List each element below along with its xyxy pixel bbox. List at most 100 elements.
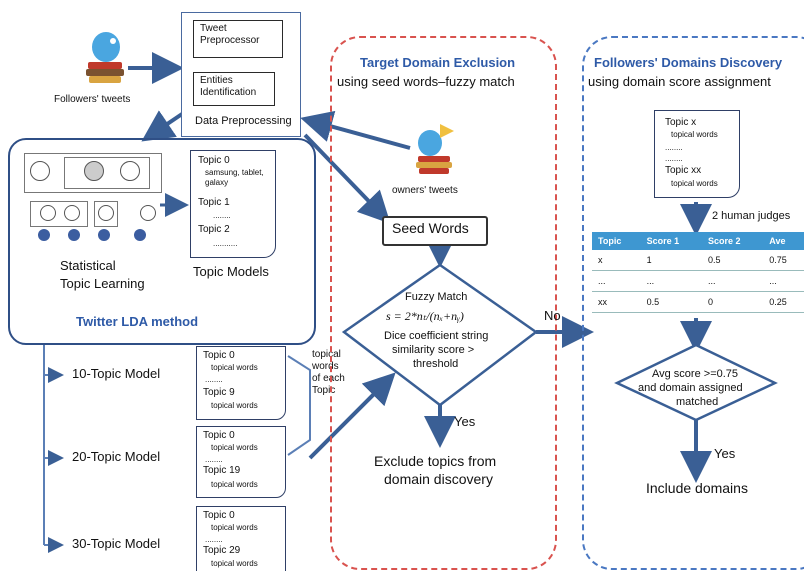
avg-score-line-1: Avg score >=0.75: [652, 368, 739, 380]
topic-words: topical words: [211, 363, 258, 372]
followers-domains-title: Followers' Domains Discovery: [594, 55, 783, 70]
lda-plate-diagram-icon: [24, 153, 162, 243]
topical-words-note: topical words of each Topic: [312, 349, 345, 397]
target-domain-exclusion-title: Target Domain Exclusion: [360, 55, 516, 70]
topic-words: topical words: [211, 523, 258, 532]
yes-label: Yes: [454, 414, 476, 429]
note-line: topical: [312, 349, 341, 360]
entities-identification-box: [193, 72, 275, 106]
topic-label: Topic 1: [198, 197, 230, 208]
entities-identification-label: Entities Identification: [200, 75, 257, 98]
fuzzy-desc-line-2: similarity score >: [392, 344, 475, 356]
dice-formula: s = 2*nₜ/(nₓ+nᵧ): [386, 309, 464, 323]
followers-domains-discovery-panel: [582, 36, 804, 570]
human-judges-label: 2 human judges: [712, 210, 791, 222]
10-topic-model-document: Topic 0 topical words ........ Topic 9 t…: [196, 346, 286, 420]
tweet-preprocessor-label: Tweet Preprocessor: [200, 23, 260, 46]
topic-x-document: Topic x topical words ........ ........ …: [654, 110, 740, 198]
topic-label: Topic 0: [198, 155, 230, 166]
no-label: No: [544, 308, 561, 323]
ellipsis: ........: [665, 154, 683, 163]
arrow-owners-to-preprocess: [300, 110, 411, 150]
tweet-preprocessor-box: [193, 20, 283, 58]
topic-label: Topic 19: [203, 465, 241, 476]
twitter-bird-megaphone-icon: [412, 118, 458, 178]
table-header-cell: Score 2: [707, 236, 741, 246]
table-cell: xx: [598, 297, 607, 307]
topic-label: Topic xx: [665, 165, 702, 176]
topic-label: Topic 9: [203, 387, 235, 398]
fuzzy-desc-line-1: Dice coefficient string: [384, 330, 489, 342]
note-line: words: [312, 361, 339, 372]
seed-words-label: Seed Words: [392, 220, 469, 236]
twitter-bird-books-icon: [84, 28, 126, 88]
topic-label: Topic 0: [203, 510, 235, 521]
ellipsis: ........: [205, 375, 223, 384]
table-cell: 1: [646, 255, 652, 265]
30-topic-model-document: Topic 0 topical words ........ Topic 29 …: [196, 506, 286, 571]
topic-words: topical words: [211, 443, 258, 452]
10-topic-model-label: 10-Topic Model: [72, 366, 161, 381]
avg-score-line-2: and domain assigned: [638, 382, 743, 394]
ellipsis: ...........: [213, 239, 238, 248]
twitter-lda-method-title: Twitter LDA method: [76, 314, 199, 329]
ellipsis: ........: [205, 455, 223, 464]
topic-label: Topic 0: [203, 430, 235, 441]
table-row: x 1 0.5 0.75: [592, 250, 804, 271]
topic-learning-label: Topic Learning: [60, 276, 145, 291]
fuzzy-match-title: Fuzzy Match: [405, 291, 468, 303]
ellipsis: ........: [665, 143, 683, 152]
fuzzy-match-diamond: [341, 263, 539, 407]
table-cell: x: [598, 255, 603, 265]
topic-label: Topic x: [665, 117, 697, 128]
arrow-preprocess-to-lda: [141, 110, 187, 142]
followers-tweets-label: Followers' tweets: [54, 94, 131, 105]
exclude-topics-line-1: Exclude topics from: [374, 453, 497, 469]
table-cell: 0.5: [707, 255, 721, 265]
owners-tweets-label: owners' tweets: [392, 185, 458, 196]
table-row: xx 0.5 0 0.25: [592, 292, 804, 313]
table-header-row: Topic Score 1 Score 2 Ave: [592, 232, 804, 250]
table-cell: ...: [769, 276, 777, 286]
table-cell: 0.75: [769, 255, 787, 265]
score-table: Topic Score 1 Score 2 Ave x 1 0.5 0.75 .…: [592, 232, 804, 313]
avg-score-line-3: matched: [676, 396, 719, 408]
topic-label: Topic 0: [203, 350, 235, 361]
data-preprocessing-title: Data Preprocessing: [195, 115, 292, 127]
table-cell: ...: [598, 276, 606, 286]
followers-domains-subtitle: using domain score assignment: [588, 74, 771, 89]
note-line: Topic: [312, 385, 336, 396]
arrow-preprocess-to-seed: [303, 133, 391, 224]
table-cell: 0: [707, 297, 713, 307]
table-row: ... ... ... ...: [592, 271, 804, 292]
topic-words: topical words: [671, 130, 718, 139]
yes-label-right: Yes: [714, 446, 736, 461]
target-domain-exclusion-subtitle: using seed words–fuzzy match: [337, 74, 515, 89]
topic-words: samsung, tablet, galaxy: [205, 168, 264, 187]
20-topic-model-document: Topic 0 topical words ........ Topic 19 …: [196, 426, 286, 498]
seed-words-box: [382, 216, 488, 246]
table-cell: ...: [646, 276, 655, 286]
statistical-label: Statistical: [60, 258, 116, 273]
topic-words: topical words: [211, 480, 258, 489]
table-header-cell: Topic: [598, 236, 622, 246]
arrow-topicdocs-to-fuzzy: [287, 355, 311, 456]
ellipsis: ........: [205, 535, 223, 544]
topic-label: Topic 29: [203, 545, 241, 556]
table-cell: 0.5: [646, 297, 660, 307]
topic-label: Topic 2: [198, 224, 230, 235]
avg-score-diamond: [614, 343, 778, 422]
exclude-topics-line-2: domain discovery: [384, 471, 493, 487]
topic-models-document: Topic 0 samsung, tablet, galaxy Topic 1 …: [190, 150, 276, 258]
table-cell: 0.25: [769, 297, 787, 307]
topic-models-label: Topic Models: [193, 264, 269, 279]
ellipsis: ........: [213, 211, 231, 220]
twitter-lda-method-panel: [8, 138, 316, 345]
topic-words: topical words: [211, 559, 258, 568]
table-header-cell: Ave: [769, 236, 786, 246]
table-cell: ...: [707, 276, 716, 286]
table-header-cell: Score 1: [646, 236, 680, 246]
note-line: of each: [312, 373, 345, 384]
topic-words: topical words: [671, 179, 718, 188]
